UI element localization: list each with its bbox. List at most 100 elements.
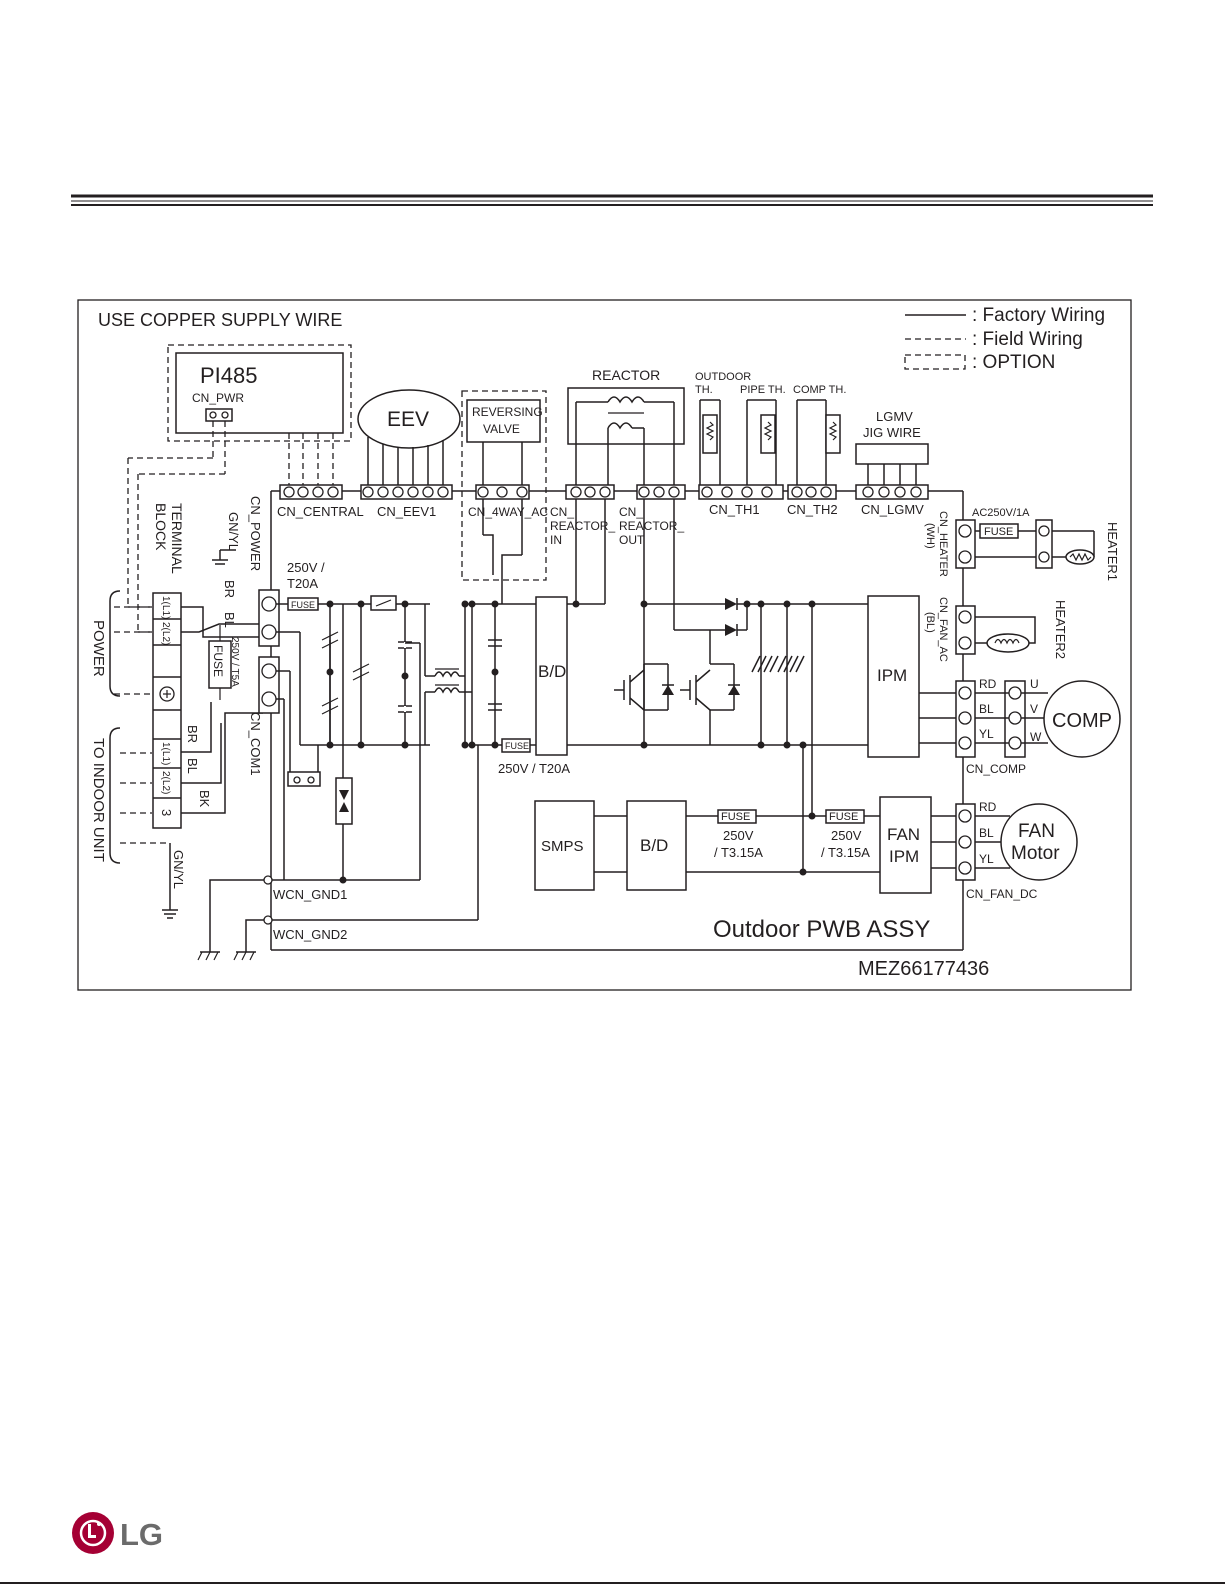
lg-logo: LG bbox=[72, 1512, 163, 1554]
svg-text:BL: BL bbox=[979, 826, 994, 840]
svg-text:CN_: CN_ bbox=[619, 505, 643, 519]
svg-text:JIG WIRE: JIG WIRE bbox=[863, 425, 921, 440]
svg-text:CN_CENTRAL: CN_CENTRAL bbox=[277, 504, 364, 519]
svg-text:CN_COMP: CN_COMP bbox=[966, 762, 1026, 776]
svg-text:CN_EEV1: CN_EEV1 bbox=[377, 504, 436, 519]
svg-text:HEATER2: HEATER2 bbox=[1053, 600, 1068, 659]
svg-text:WCN_GND1: WCN_GND1 bbox=[273, 887, 347, 902]
svg-text:CN_: CN_ bbox=[550, 505, 574, 519]
assy-label: Outdoor PWB ASSY bbox=[713, 916, 930, 943]
svg-text:BL: BL bbox=[979, 702, 994, 716]
svg-text:1(L1): 1(L1) bbox=[160, 596, 171, 619]
svg-text:FUSE: FUSE bbox=[211, 645, 225, 677]
svg-text:AC250V/1A: AC250V/1A bbox=[972, 507, 1030, 519]
lgmv-jig: LGMV JIG WIRE bbox=[855, 409, 929, 485]
comp-connector: RD BL YL U V W COMP CN_COMP bbox=[955, 677, 1121, 776]
input-filter: FUSE bbox=[271, 595, 570, 884]
reversing-valve: REVERSING VALVE bbox=[461, 390, 547, 581]
svg-text:BL: BL bbox=[185, 758, 200, 774]
svg-text:GN/YL: GN/YL bbox=[171, 850, 186, 889]
svg-text:CN_POWER: CN_POWER bbox=[248, 496, 263, 571]
svg-text:FAN: FAN bbox=[887, 825, 920, 844]
svg-text:CN_COM1: CN_COM1 bbox=[248, 712, 263, 776]
pi485-module: PI485 CN_PWR bbox=[127, 344, 352, 633]
svg-text:PIPE TH.: PIPE TH. bbox=[740, 384, 786, 396]
reactor: REACTOR bbox=[567, 367, 685, 485]
svg-text:CN_TH2: CN_TH2 bbox=[787, 502, 838, 517]
svg-text:REVERSING: REVERSING bbox=[472, 405, 543, 419]
svg-text:COMP TH.: COMP TH. bbox=[793, 384, 846, 396]
svg-text:LGMV: LGMV bbox=[876, 409, 913, 424]
ground-connections: WCN_GND1 WCN_GND2 bbox=[197, 875, 347, 961]
legend: : Factory Wiring : Field Wiring : OPTION bbox=[904, 305, 1105, 373]
header-rule bbox=[71, 194, 1153, 206]
svg-text:U: U bbox=[1030, 677, 1039, 691]
svg-text:REACTOR: REACTOR bbox=[592, 367, 660, 383]
svg-text:CN_LGMV: CN_LGMV bbox=[861, 502, 924, 517]
eev: EEV bbox=[357, 389, 461, 485]
svg-text:CN_HEATER: CN_HEATER bbox=[937, 511, 949, 577]
svg-text:CN_TH1: CN_TH1 bbox=[709, 502, 760, 517]
svg-text:1(L1): 1(L1) bbox=[160, 742, 171, 765]
pfc-stage bbox=[614, 598, 868, 872]
svg-text:YL: YL bbox=[979, 852, 994, 866]
svg-text:RD: RD bbox=[979, 677, 997, 691]
lg-logo-text: LG bbox=[120, 1517, 163, 1552]
power-supply: SMPS B/D FUSE 250V / T3.15A FUSE 250V / … bbox=[534, 796, 956, 894]
terminal-block: TERMINAL BLOCK 1(L1) 2(L2) 1(L1) 2(L2) 3… bbox=[90, 503, 263, 919]
svg-text:WCN_GND2: WCN_GND2 bbox=[273, 927, 347, 942]
svg-text:BR: BR bbox=[222, 580, 237, 598]
svg-text:OUTDOOR: OUTDOOR bbox=[695, 371, 751, 383]
copper-wire-note: USE COPPER SUPPLY WIRE bbox=[98, 310, 342, 330]
svg-text:PI485: PI485 bbox=[200, 363, 258, 388]
pwb-board bbox=[270, 490, 964, 951]
svg-text:HEATER1: HEATER1 bbox=[1105, 522, 1120, 581]
svg-text:250V: 250V bbox=[831, 828, 862, 843]
svg-text:CN_FAN_AC: CN_FAN_AC bbox=[937, 597, 949, 662]
svg-text:(BL): (BL) bbox=[924, 612, 936, 633]
svg-text:FAN: FAN bbox=[1018, 821, 1055, 842]
thermistors: OUTDOOR TH. PIPE TH. COMP TH. bbox=[695, 371, 846, 485]
legend-option: : OPTION bbox=[972, 352, 1055, 373]
svg-text:/ T3.15A: / T3.15A bbox=[821, 845, 870, 860]
part-number: MEZ66177436 bbox=[858, 958, 989, 980]
svg-text:FUSE: FUSE bbox=[505, 741, 529, 751]
svg-text:TH.: TH. bbox=[695, 384, 713, 396]
svg-text:TERMINAL: TERMINAL bbox=[169, 503, 185, 574]
svg-text:FUSE: FUSE bbox=[291, 600, 315, 610]
svg-text:OUT: OUT bbox=[619, 533, 645, 547]
svg-text:B/D: B/D bbox=[640, 836, 668, 855]
svg-text:250V /: 250V / bbox=[287, 560, 325, 575]
svg-text:BK: BK bbox=[197, 790, 212, 808]
svg-text:COMP: COMP bbox=[1052, 710, 1112, 732]
svg-text:FUSE: FUSE bbox=[984, 526, 1013, 538]
legend-factory: : Factory Wiring bbox=[972, 305, 1105, 326]
svg-text:IPM: IPM bbox=[889, 847, 919, 866]
svg-text:2(L2): 2(L2) bbox=[160, 771, 171, 794]
svg-text:250V / T20A: 250V / T20A bbox=[498, 761, 570, 776]
legend-field: : Field Wiring bbox=[972, 329, 1083, 350]
svg-text:REACTOR_: REACTOR_ bbox=[550, 519, 615, 533]
svg-text:VALVE: VALVE bbox=[483, 422, 520, 436]
svg-text:CN_PWR: CN_PWR bbox=[192, 391, 244, 405]
svg-text:TO INDOOR UNIT: TO INDOOR UNIT bbox=[90, 738, 107, 862]
svg-text:IPM: IPM bbox=[877, 666, 907, 685]
ipm bbox=[867, 595, 920, 758]
svg-text:FUSE: FUSE bbox=[829, 811, 858, 823]
fan-connector: RD BL YL FAN Motor CN_FAN_DC bbox=[955, 800, 1078, 901]
svg-text:T20A: T20A bbox=[287, 576, 318, 591]
svg-text:(WH): (WH) bbox=[924, 523, 936, 549]
svg-text:YL: YL bbox=[979, 727, 994, 741]
bridge-diode-main bbox=[535, 596, 568, 756]
svg-text:IN: IN bbox=[550, 533, 562, 547]
svg-text:V: V bbox=[1030, 702, 1038, 716]
svg-text:BLOCK: BLOCK bbox=[153, 503, 169, 551]
heater-connectors: CN_HEATER (WH) AC250V/1A FUSE HEATER1 CN… bbox=[924, 507, 1120, 662]
top-connectors: CN_CENTRAL CN_EEV1 CN_4WAY_AC CN_ REACTO… bbox=[277, 484, 929, 547]
svg-text:2(L2): 2(L2) bbox=[160, 622, 171, 645]
svg-text:GN/YL: GN/YL bbox=[226, 512, 241, 551]
svg-text:/ T3.15A: / T3.15A bbox=[714, 845, 763, 860]
svg-text:POWER: POWER bbox=[90, 620, 107, 677]
svg-text:BR: BR bbox=[185, 725, 200, 743]
